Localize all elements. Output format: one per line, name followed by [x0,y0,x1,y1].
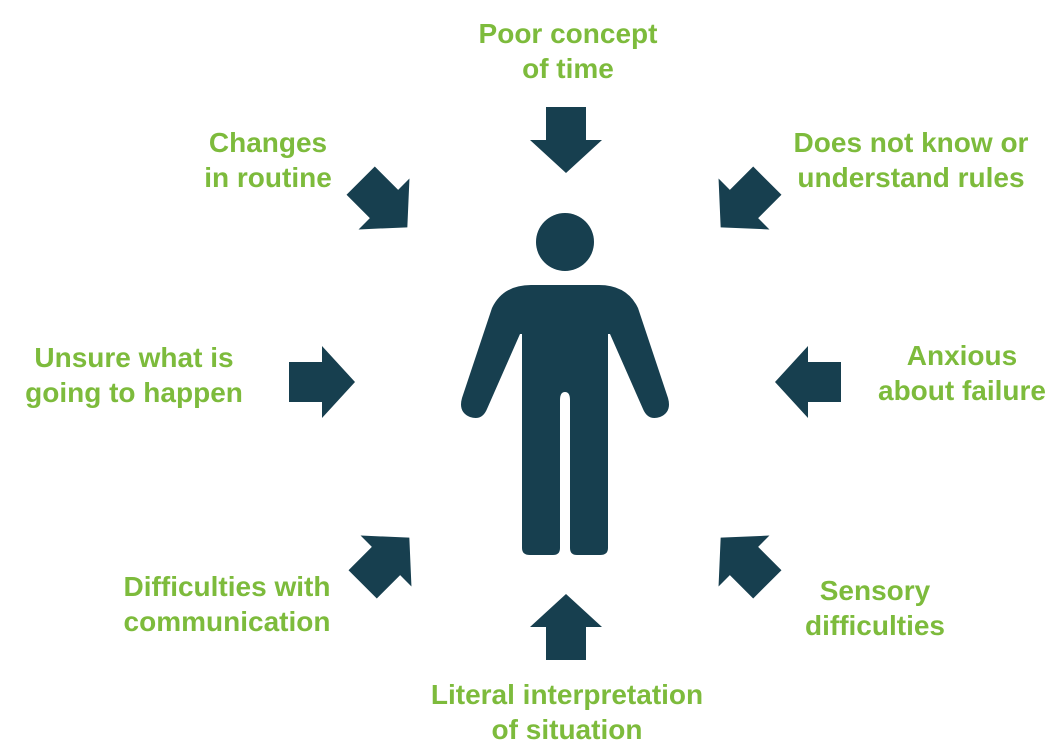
arrow-up-icon [530,594,602,660]
label-difficulties-with-communication: Difficulties with communication [123,571,331,637]
person-head [536,213,594,271]
arrow-left-icon [775,346,841,418]
label-anxious-about-failure: Anxious about failure [877,340,1047,406]
arrow-up-left-icon [718,535,782,599]
arrow-down-icon [530,107,602,173]
arrow-down-left-icon [718,166,782,230]
person-body [461,285,669,555]
person-icon [461,213,669,555]
label-unsure-what-is-going-to-happen: Unsure what is going to happen [25,342,243,408]
label-does-not-know-or-understand-rules: Does not know or understand rules [793,127,1029,193]
arrow-down-right-icon [346,166,410,230]
arrow-up-right-icon [348,535,412,599]
label-poor-concept-of-time: Poor concept of time [478,18,658,84]
arrow-right-icon [289,346,355,418]
label-changes-in-routine: Changes in routine [204,127,332,193]
label-literal-interpretation-of-situation: Literal interpretation of situation [430,679,704,745]
label-sensory-difficulties: Sensory difficulties [804,575,946,641]
